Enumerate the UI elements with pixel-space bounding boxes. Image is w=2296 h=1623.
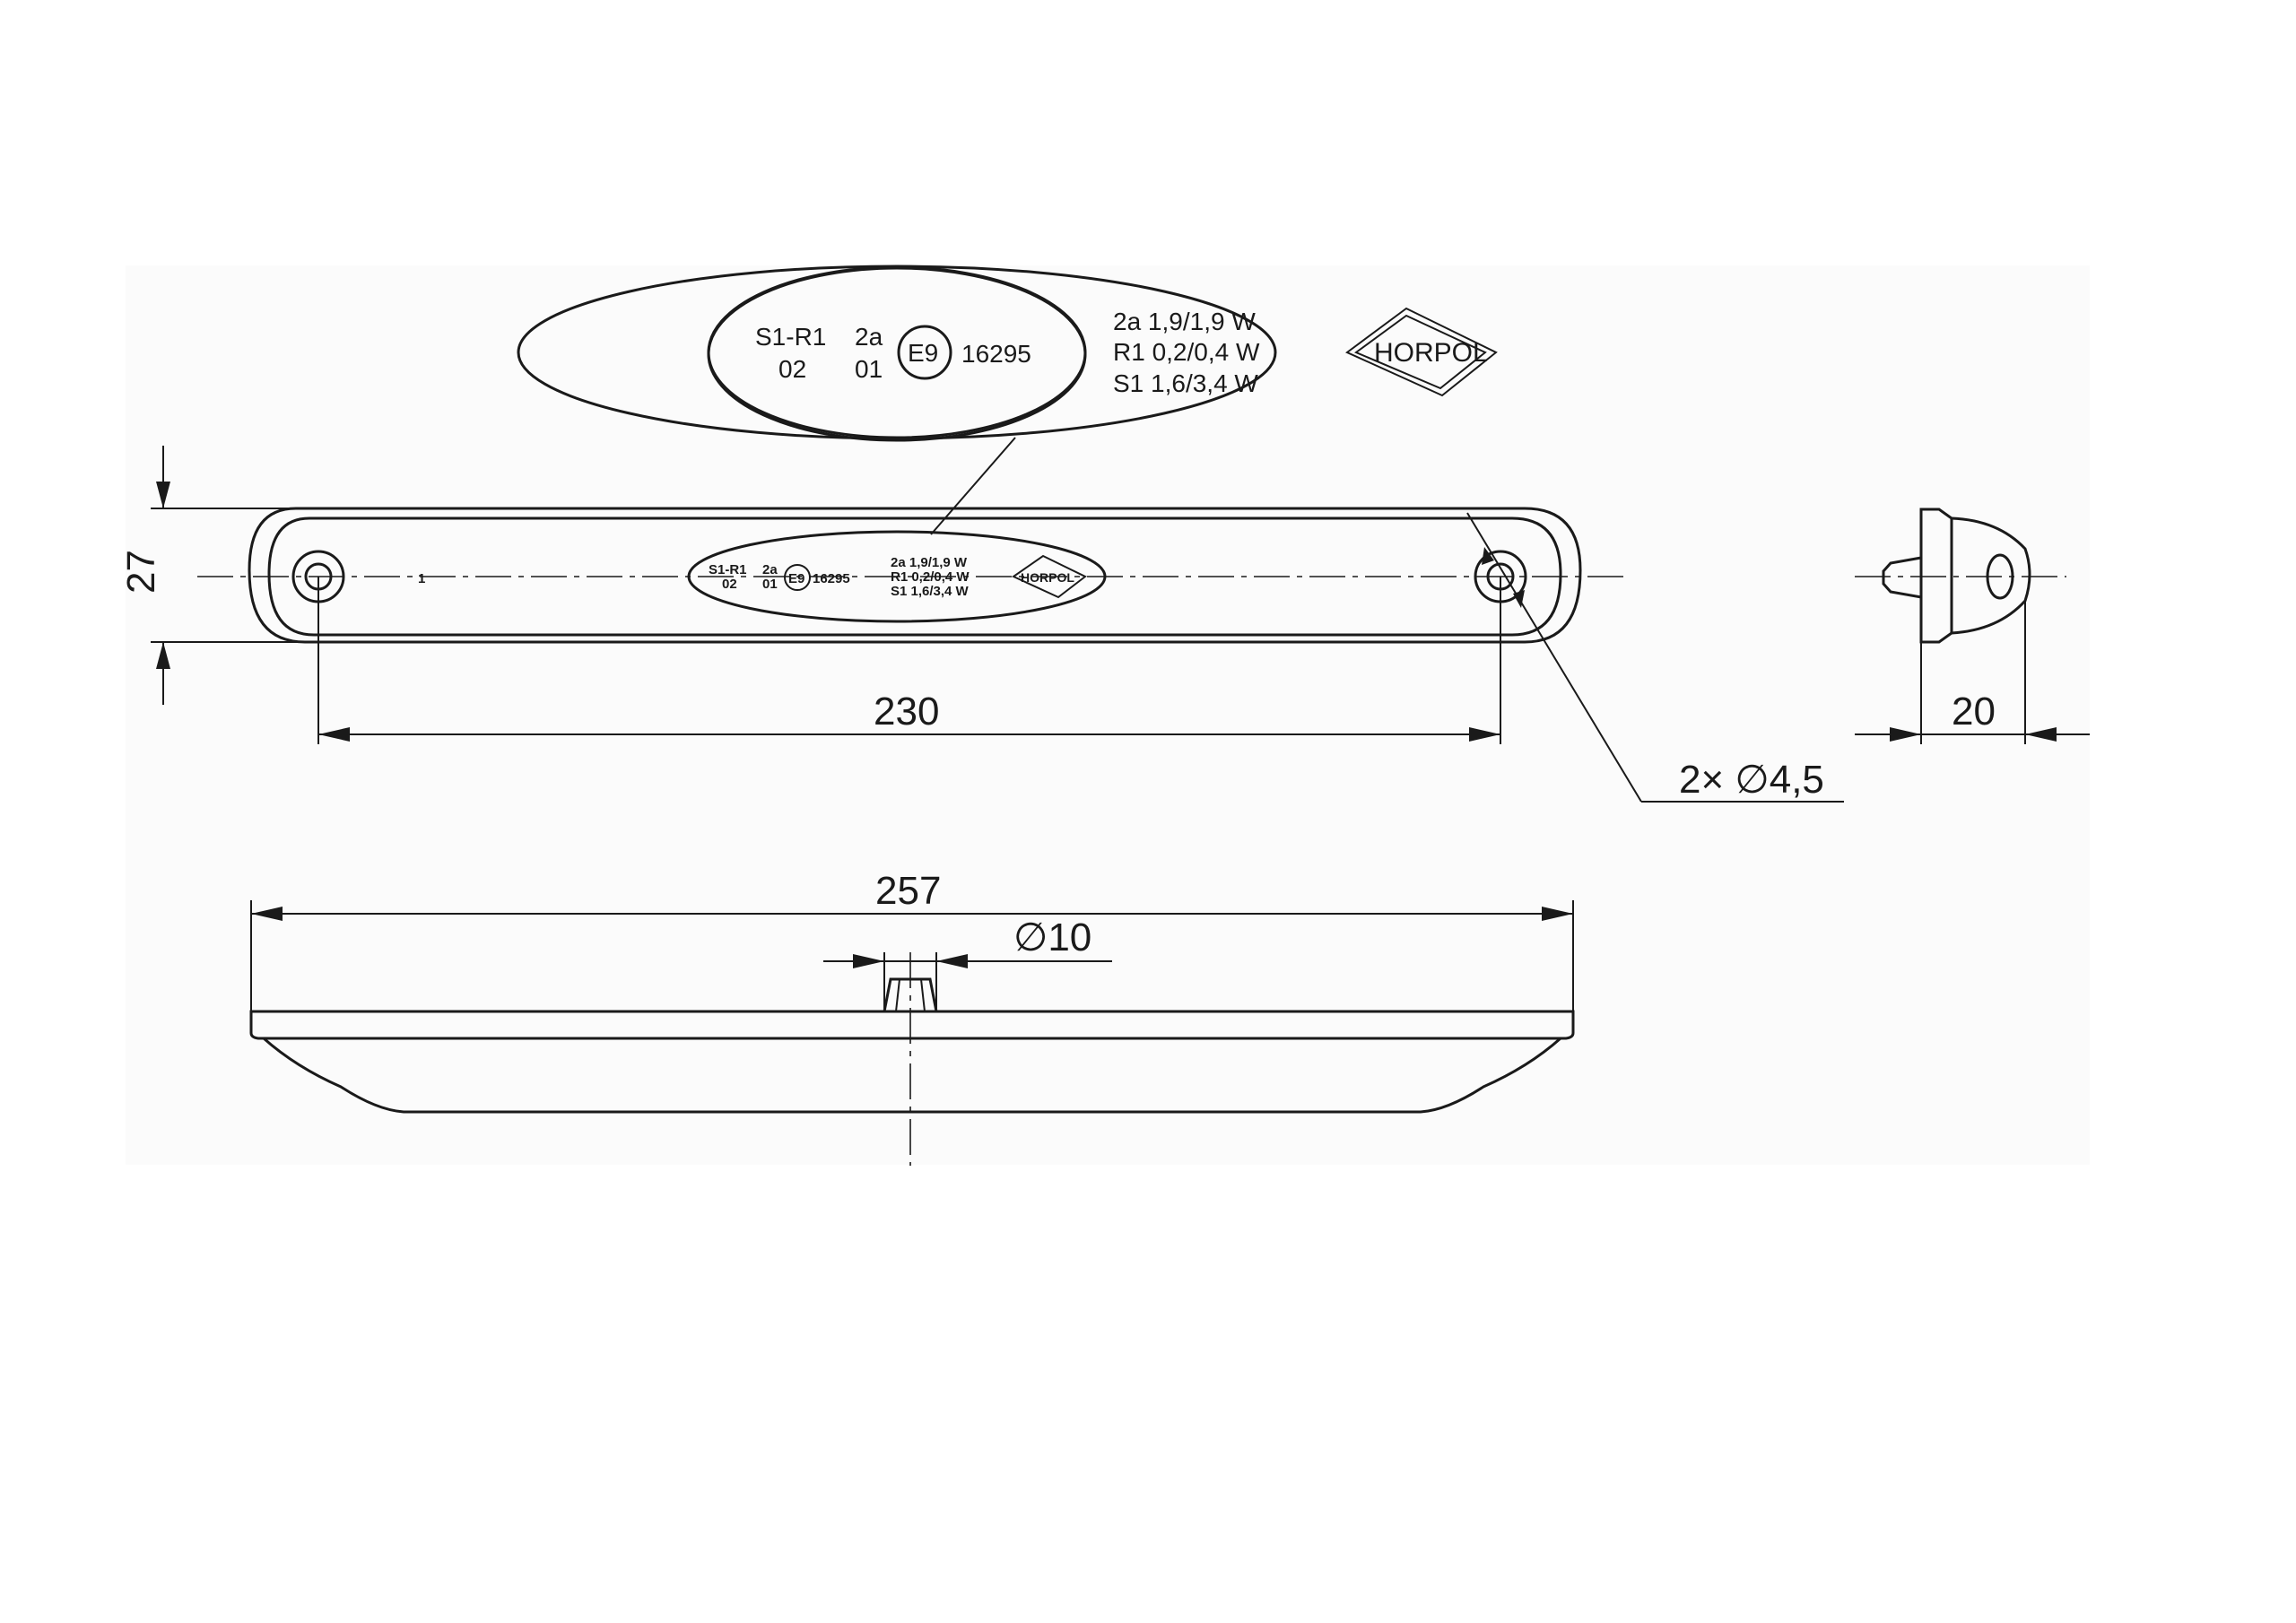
dim-height-label: 27 — [119, 550, 163, 594]
lens-approval-number: 16295 — [813, 571, 850, 586]
brand-logo: HORPOL — [1345, 307, 1498, 397]
lens-brand-logo: HORPOL — [1011, 554, 1087, 599]
dim-height-arrow-top — [156, 482, 170, 508]
marking-text-large: S1-R1 2a 02 01 E9 16295 2a 1,9/1,9 W R1 … — [755, 307, 1498, 397]
dim-connector-arrow-left — [853, 954, 884, 968]
hole-leader — [1466, 512, 1642, 803]
dim-connector-label: ∅10 — [1013, 916, 1091, 959]
lens-marking-line2-mid: 01 — [762, 577, 778, 592]
dim-height-arrow-bottom — [156, 642, 170, 669]
dim-length-arrow-right — [1542, 907, 1573, 921]
marking-line1-left: S1-R1 — [755, 323, 826, 351]
hole-callout-label: 2× ∅4,5 — [1679, 758, 1824, 802]
approval-number: 16295 — [961, 340, 1031, 368]
lens-rating-3: S1 1,6/3,4 W — [891, 584, 970, 599]
lens-brand-logo-text: HORPOL — [1021, 570, 1074, 585]
marking-ellipse — [517, 265, 1277, 440]
drawing-panel — [126, 265, 2090, 1165]
approval-mark: E9 — [908, 339, 938, 367]
front-view: 1 S1-R1 2a 02 01 E9 16295 2a 1,9/1,9 W R… — [119, 446, 1844, 803]
lens-approval-mark: E9 — [788, 571, 804, 586]
marking-line1-mid: 2a — [855, 323, 883, 351]
bottom-connector-inner-left — [895, 978, 900, 1012]
rating-line-1: 2a 1,9/1,9 W — [1113, 308, 1256, 335]
lens-rating-2: R1 0,2/0,4 W — [891, 569, 970, 585]
lens-rating-1: 2a 1,9/1,9 W — [891, 555, 968, 570]
dim-depth-label: 20 — [1952, 690, 1996, 733]
lens-marking-line1-left: S1-R1 — [709, 562, 747, 577]
front-body-outline — [248, 507, 1582, 644]
lens-marking-ellipse — [687, 530, 1107, 623]
rating-line-3: S1 1,6/3,4 W — [1113, 369, 1258, 397]
side-lens — [1951, 516, 2031, 635]
lens-marking-line2-left: 02 — [722, 577, 737, 592]
dim-spacing-arrow-left — [318, 727, 350, 742]
lens-approval-circle — [784, 564, 811, 591]
dim-spacing-arrow-right — [1469, 727, 1500, 742]
bottom-view: 257 ∅10 — [249, 869, 1575, 1166]
front-lens-outline — [267, 516, 1562, 637]
dim-depth-arrow-right — [2025, 727, 2057, 742]
part-number-mark: 1 — [418, 571, 425, 586]
hole-leader-arrow-bottom — [1513, 590, 1525, 608]
marking-line2-left: 02 — [778, 355, 806, 383]
bottom-base-plate — [249, 1010, 1575, 1040]
lens-marking-line1-mid: 2a — [762, 562, 778, 577]
side-view: 20 — [1855, 508, 2090, 744]
hole-leader-arrow-top — [1482, 547, 1494, 565]
approval-circle — [897, 325, 952, 380]
brand-logo-text: HORPOL — [1374, 338, 1488, 368]
dim-depth-arrow-left — [1890, 727, 1921, 742]
dim-spacing-label: 230 — [874, 690, 939, 733]
rating-line-2: R1 0,2/0,4 W — [1113, 338, 1260, 366]
side-hole — [1986, 553, 2014, 600]
dim-length-label: 257 — [875, 869, 941, 913]
dim-length-arrow-left — [251, 907, 283, 921]
marking-line2-mid: 01 — [855, 355, 883, 383]
bottom-connector-inner-right — [920, 978, 926, 1012]
dim-connector-arrow-right — [936, 954, 968, 968]
